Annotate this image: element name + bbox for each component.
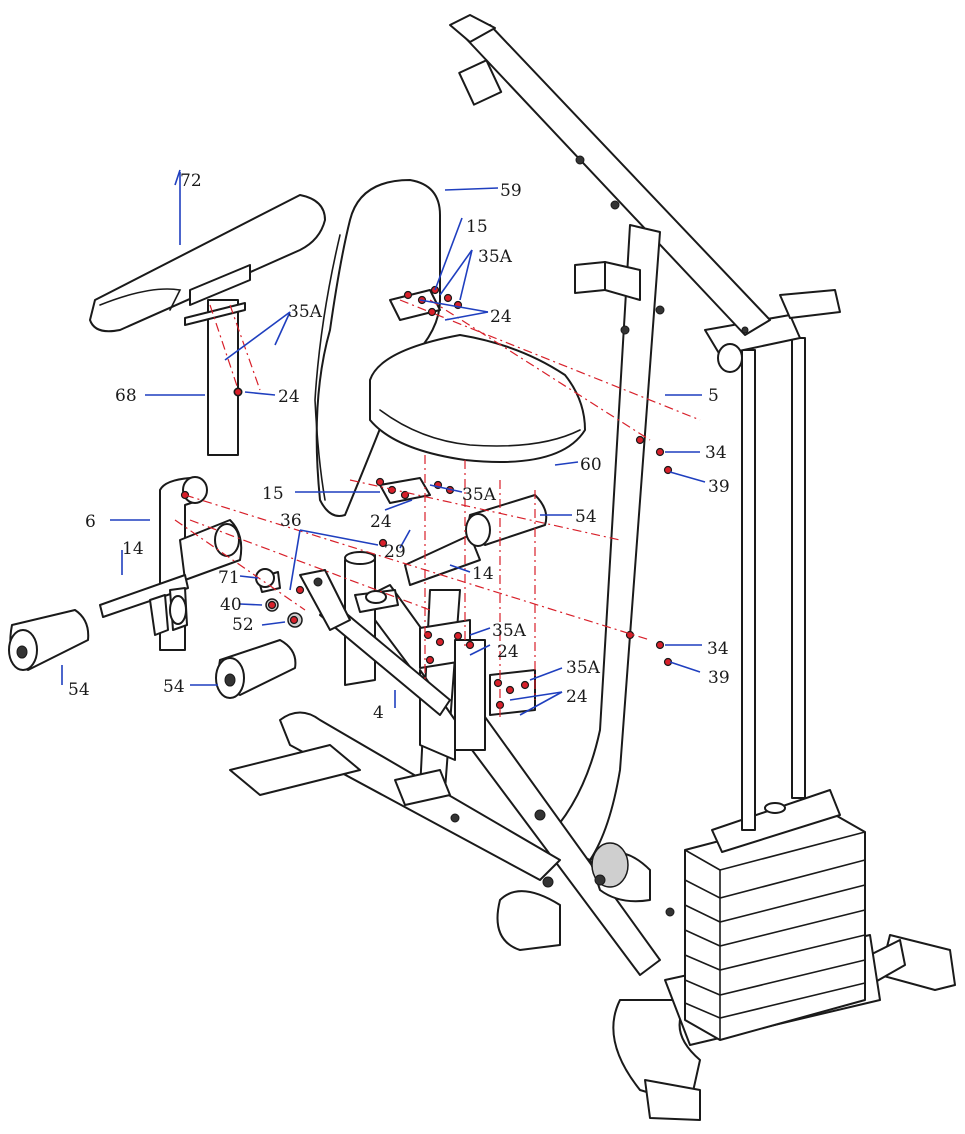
leg-arm-6 (99, 476, 243, 651)
callout-24: 24 (490, 307, 512, 327)
callout-24: 24 (497, 642, 519, 662)
callout-60: 60 (580, 455, 602, 475)
callout-34: 34 (705, 443, 727, 463)
callout-24: 24 (566, 687, 588, 707)
callout-54: 54 (575, 507, 597, 527)
hardware-marker (655, 640, 665, 650)
callout-35a: 35A (566, 658, 601, 678)
callout-52: 52 (232, 615, 254, 635)
callout-72: 72 (180, 171, 202, 191)
callout-29: 29 (384, 542, 406, 562)
hardware-marker (505, 685, 515, 695)
center-lines (174, 299, 701, 720)
callout-39: 39 (708, 477, 730, 497)
hardware-marker (520, 680, 530, 690)
hardware-marker (400, 490, 410, 500)
callout-35a: 35A (492, 621, 527, 641)
callout-35a: 35A (288, 302, 323, 322)
guide-rods (741, 337, 806, 831)
leader-lines (61, 169, 706, 716)
callout-15: 15 (466, 217, 488, 237)
hardware-marker (378, 538, 388, 548)
post-68 (184, 299, 246, 456)
hardware-marker (289, 615, 299, 625)
callout-54: 54 (163, 677, 185, 697)
callout-34: 34 (707, 639, 729, 659)
callout-5: 5 (708, 386, 719, 406)
hardware-marker (233, 387, 243, 397)
callout-59: 59 (500, 181, 522, 201)
hardware-71-40-52 (255, 568, 303, 628)
front-column (544, 224, 665, 861)
roller-pads (8, 494, 548, 699)
roller-54-mid (404, 494, 548, 586)
main-frame (229, 584, 675, 976)
hardware-marker (425, 655, 435, 665)
callout-14: 14 (122, 539, 144, 559)
callout-39: 39 (708, 668, 730, 688)
hardware-marker (635, 435, 645, 445)
callout-68: 68 (115, 386, 137, 406)
hardware-marker (663, 465, 673, 475)
weight-tower-assembly (229, 14, 956, 1121)
callout-24: 24 (370, 512, 392, 532)
callout-15: 15 (262, 484, 284, 504)
callout-35a: 35A (462, 485, 497, 505)
hardware-marker (295, 585, 305, 595)
hardware-marker (435, 637, 445, 647)
weight-stack (684, 789, 866, 1041)
callout-40: 40 (220, 595, 242, 615)
top-pad-72 (89, 194, 326, 333)
roller-54-left (8, 609, 90, 671)
callout-14: 14 (472, 564, 494, 584)
callout-6: 6 (85, 512, 96, 532)
callout-4: 4 (373, 703, 384, 723)
hardware-marker (465, 640, 475, 650)
hardware-marker (443, 293, 453, 303)
callout-35a: 35A (478, 247, 513, 267)
hardware-marker (453, 631, 463, 641)
hardware-marker (403, 290, 413, 300)
callout-71: 71 (218, 568, 240, 588)
back-pad-59 (314, 179, 441, 517)
upright-beam-5 (449, 14, 771, 336)
leg-curl-post-4 (299, 551, 451, 716)
hardware-marker (267, 600, 277, 610)
callout-54: 54 (68, 680, 90, 700)
seat-pad-60 (369, 334, 586, 463)
hardware-marker (655, 447, 665, 457)
callout-24: 24 (278, 387, 300, 407)
hardware-marker (427, 307, 437, 317)
callout-36: 36 (280, 511, 302, 531)
hardware-marker (375, 477, 385, 487)
roller-54-bottom (215, 639, 297, 699)
